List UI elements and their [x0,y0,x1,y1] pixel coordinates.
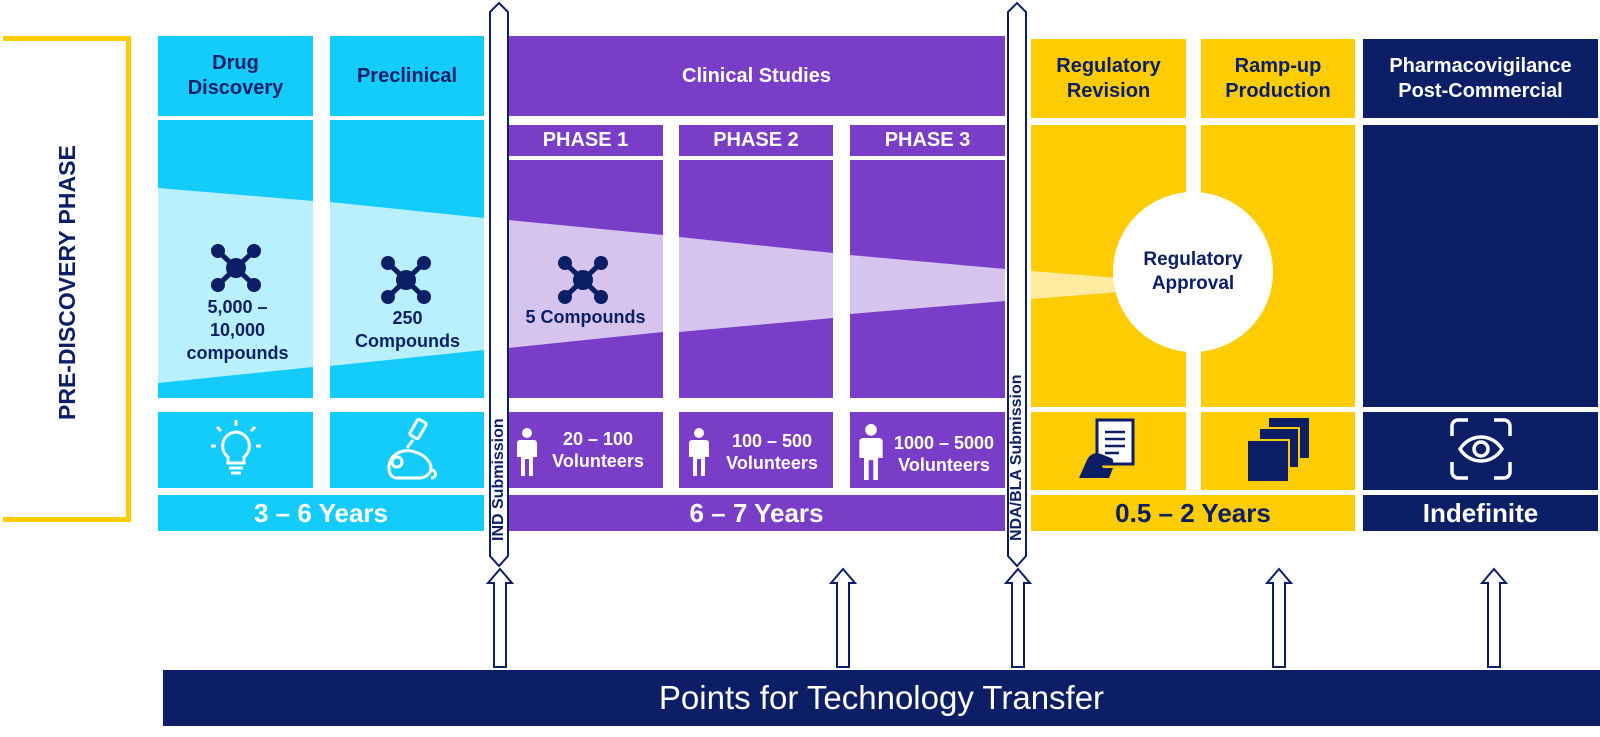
regulatory-approval-circle: Regulatory Approval [1113,192,1273,352]
drug-discovery-header: Drug Discovery [158,36,313,116]
arrow-icon [828,567,858,668]
person-icon [689,428,709,476]
arrow-icon [1264,567,1294,668]
document-hand-icon [1079,418,1135,478]
molecule-icon [558,256,608,304]
molecule-icon [211,244,261,292]
pharmacovigilance-header: Pharmacovigilance Post-Commercial [1363,39,1598,118]
pharmacovigilance-icon-cell [1363,412,1598,490]
postmarket-duration: Indefinite [1363,495,1598,531]
phase-2-header: PHASE 2 [679,125,833,156]
ind-submission-arrow [489,1,509,568]
regulatory-revision-header: Regulatory Revision [1031,39,1186,118]
eye-scan-icon [1450,418,1512,480]
nda-submission-arrow [1007,1,1027,568]
phase-1-header: PHASE 1 [508,125,663,156]
lab-mouse-icon [387,417,437,480]
molecule-icon [381,256,431,304]
arrow-icon [1003,567,1033,668]
arrow-icon [1479,567,1509,668]
phase1-volunteers: 20 – 100 Volunteers [552,429,644,471]
phase2-volunteers: 100 – 500 Volunteers [726,431,818,473]
discovery-duration: 3 – 6 Years [158,495,484,531]
person-icon [517,428,537,476]
preclinical-compound-count: 250 Compounds [355,308,460,351]
technology-transfer-bar: Points for Technology Transfer [163,670,1600,726]
phase3-volunteers: 1000 – 5000 Volunteers [893,433,995,475]
person-icon [859,424,883,480]
regulatory-approval-label: Regulatory Approval [1143,249,1243,294]
clinical-duration: 6 – 7 Years [508,495,1005,531]
lightbulb-icon [211,420,261,475]
technology-transfer-label: Points for Technology Transfer [658,679,1105,716]
discovery-compound-count: 5,000 – 10,000 compounds [186,297,289,363]
stacked-squares-icon [1246,418,1309,483]
ramp-up-header: Ramp-up Production [1201,39,1355,118]
regulatory-duration: 0.5 – 2 Years [1031,495,1355,531]
pharmacovigilance-column [1363,125,1598,407]
clinical-compound-count: 5 Compounds [525,307,646,327]
arrow-icon [485,567,515,668]
ind-submission-label: IND Submission [490,418,507,541]
phase-3-header: PHASE 3 [850,125,1005,156]
preclinical-header: Preclinical [330,36,484,116]
nda-submission-label: NDA/BLA Submission [1008,374,1025,541]
clinical-studies-header: Clinical Studies [508,36,1005,116]
pre-discovery-bracket [3,36,131,522]
